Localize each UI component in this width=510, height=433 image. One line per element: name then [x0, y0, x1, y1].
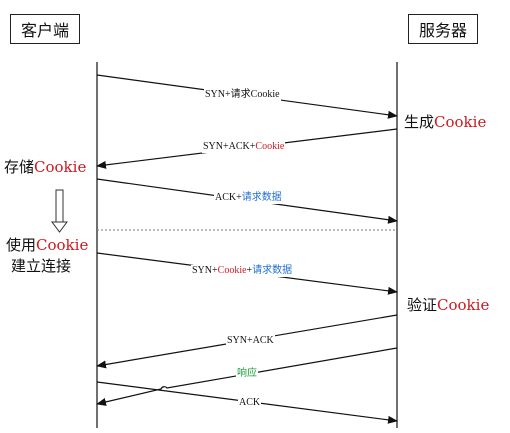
- message-label-part: SYN+请求Cookie: [205, 89, 280, 100]
- client-actor-box: 客户端: [10, 14, 80, 44]
- message-label-part: ACK: [239, 397, 261, 408]
- message-label-m6: 响应: [236, 368, 258, 380]
- message-label-part: SYN+ACK: [227, 335, 274, 346]
- message-label-part: SYN+: [192, 265, 218, 276]
- message-label-m3: ACK+请求数据: [214, 192, 283, 204]
- message-label-part: Cookie: [255, 141, 285, 152]
- message-label-m1: SYN+请求Cookie: [204, 89, 281, 101]
- message-label-m5: SYN+ACK: [226, 335, 275, 347]
- message-label-part: Cookie: [217, 265, 247, 276]
- server-actor-box: 服务器: [408, 14, 478, 44]
- message-label-part: 请求数据: [241, 192, 282, 203]
- note-verify-cookie: 验证Cookie: [407, 296, 490, 314]
- client-actor-label: 客户端: [20, 21, 69, 40]
- message-label-part: 请求数据: [252, 265, 293, 276]
- down-hollow-arrow: [51, 189, 68, 233]
- message-label-m2: SYN+ACK+Cookie: [202, 141, 286, 153]
- message-label-m4: SYN+Cookie+请求数据: [191, 265, 294, 277]
- message-arrow-response: [96, 347, 398, 406]
- message-label-m7: ACK: [238, 397, 262, 409]
- message-label-part: +: [246, 265, 253, 276]
- note-generate-cookie: 生成Cookie: [404, 113, 487, 131]
- note-use-cookie: 使用Cookie: [6, 236, 89, 254]
- message-label-part: SYN+ACK+: [203, 141, 256, 152]
- message-label-part: ACK+: [215, 192, 242, 203]
- note-establish-connection: 建立连接: [11, 257, 72, 275]
- server-actor-label: 服务器: [418, 21, 467, 40]
- message-label-part: 响应: [237, 368, 257, 379]
- note-store-cookie: 存储Cookie: [4, 158, 87, 176]
